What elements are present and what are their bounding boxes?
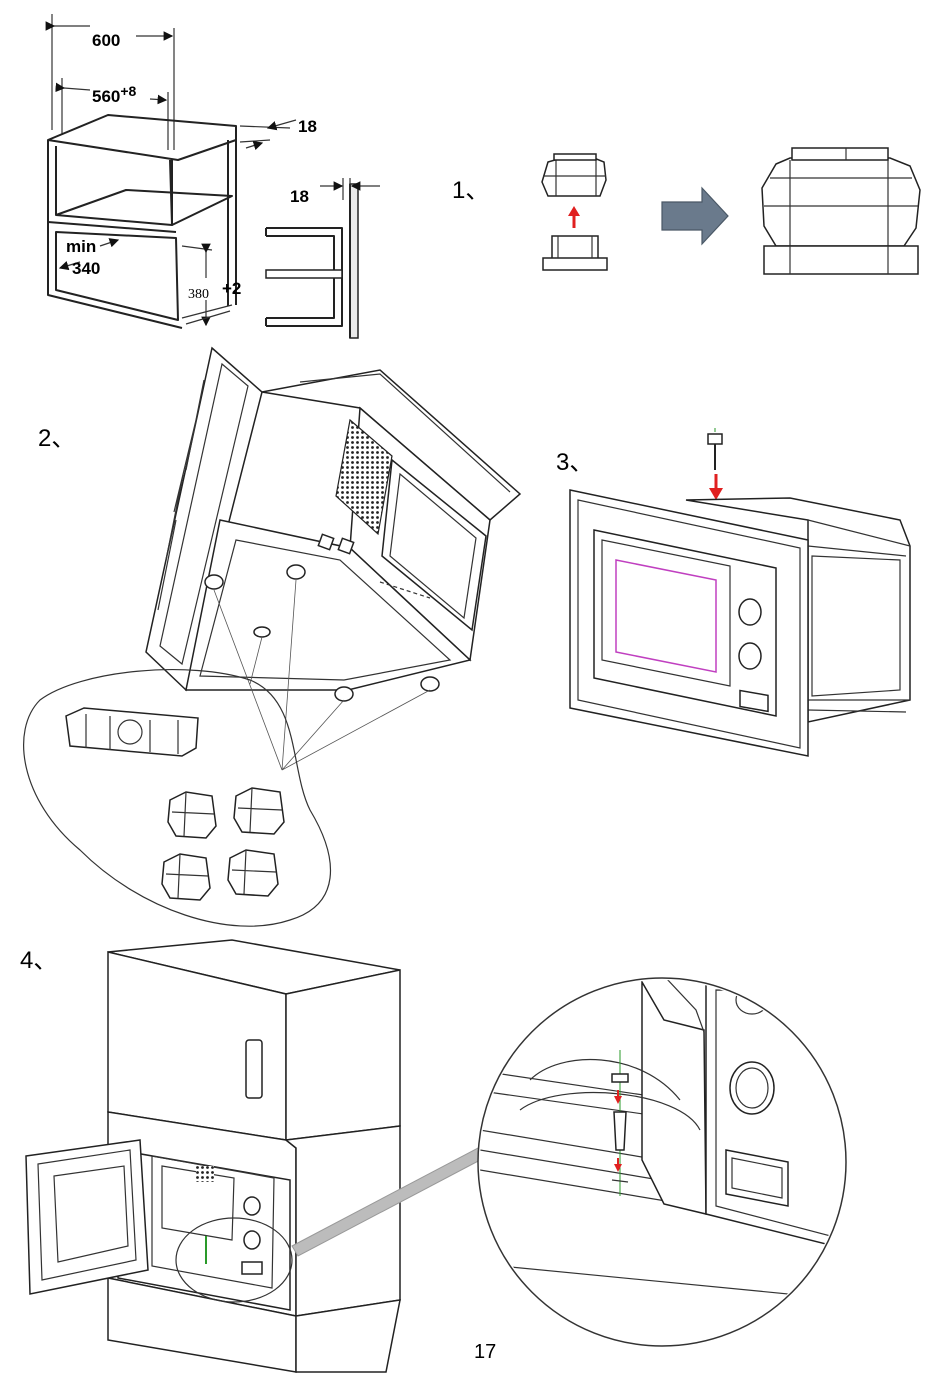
dim-height-opening: 380 bbox=[188, 287, 209, 302]
dim-width-total: 600 bbox=[92, 31, 120, 50]
cabinet-dimension-drawing: 600 560+8 18 18 min 340 380 +2 bbox=[45, 14, 380, 339]
page-number: 17 bbox=[474, 1341, 496, 1363]
step-3-label: 3、 bbox=[556, 449, 593, 476]
step-2-label: 2、 bbox=[38, 425, 75, 452]
dim-min-label: min bbox=[66, 237, 96, 256]
right-arrow-icon bbox=[661, 186, 729, 246]
spare-feet bbox=[161, 787, 285, 901]
dim-panel-thickness-side: 18 bbox=[290, 187, 309, 206]
step-1-label: 1、 bbox=[452, 177, 489, 204]
down-arrow-icon bbox=[709, 474, 723, 500]
step-4-label: 4、 bbox=[20, 947, 57, 974]
dim-panel-thickness-top: 18 bbox=[298, 117, 317, 136]
up-arrow-icon bbox=[568, 206, 580, 228]
step-3-mounted-microwave bbox=[569, 428, 911, 757]
step-4-cabinet-install bbox=[25, 939, 847, 1373]
dim-height-opening-tol: +2 bbox=[222, 279, 241, 298]
dim-width-inner: 560+8 bbox=[92, 83, 137, 106]
dim-depth-min: 340 bbox=[72, 259, 100, 278]
detail-magnifier bbox=[477, 977, 847, 1347]
step-1-foot-assembly bbox=[541, 147, 921, 275]
step-2-tilted-microwave bbox=[23, 346, 522, 927]
